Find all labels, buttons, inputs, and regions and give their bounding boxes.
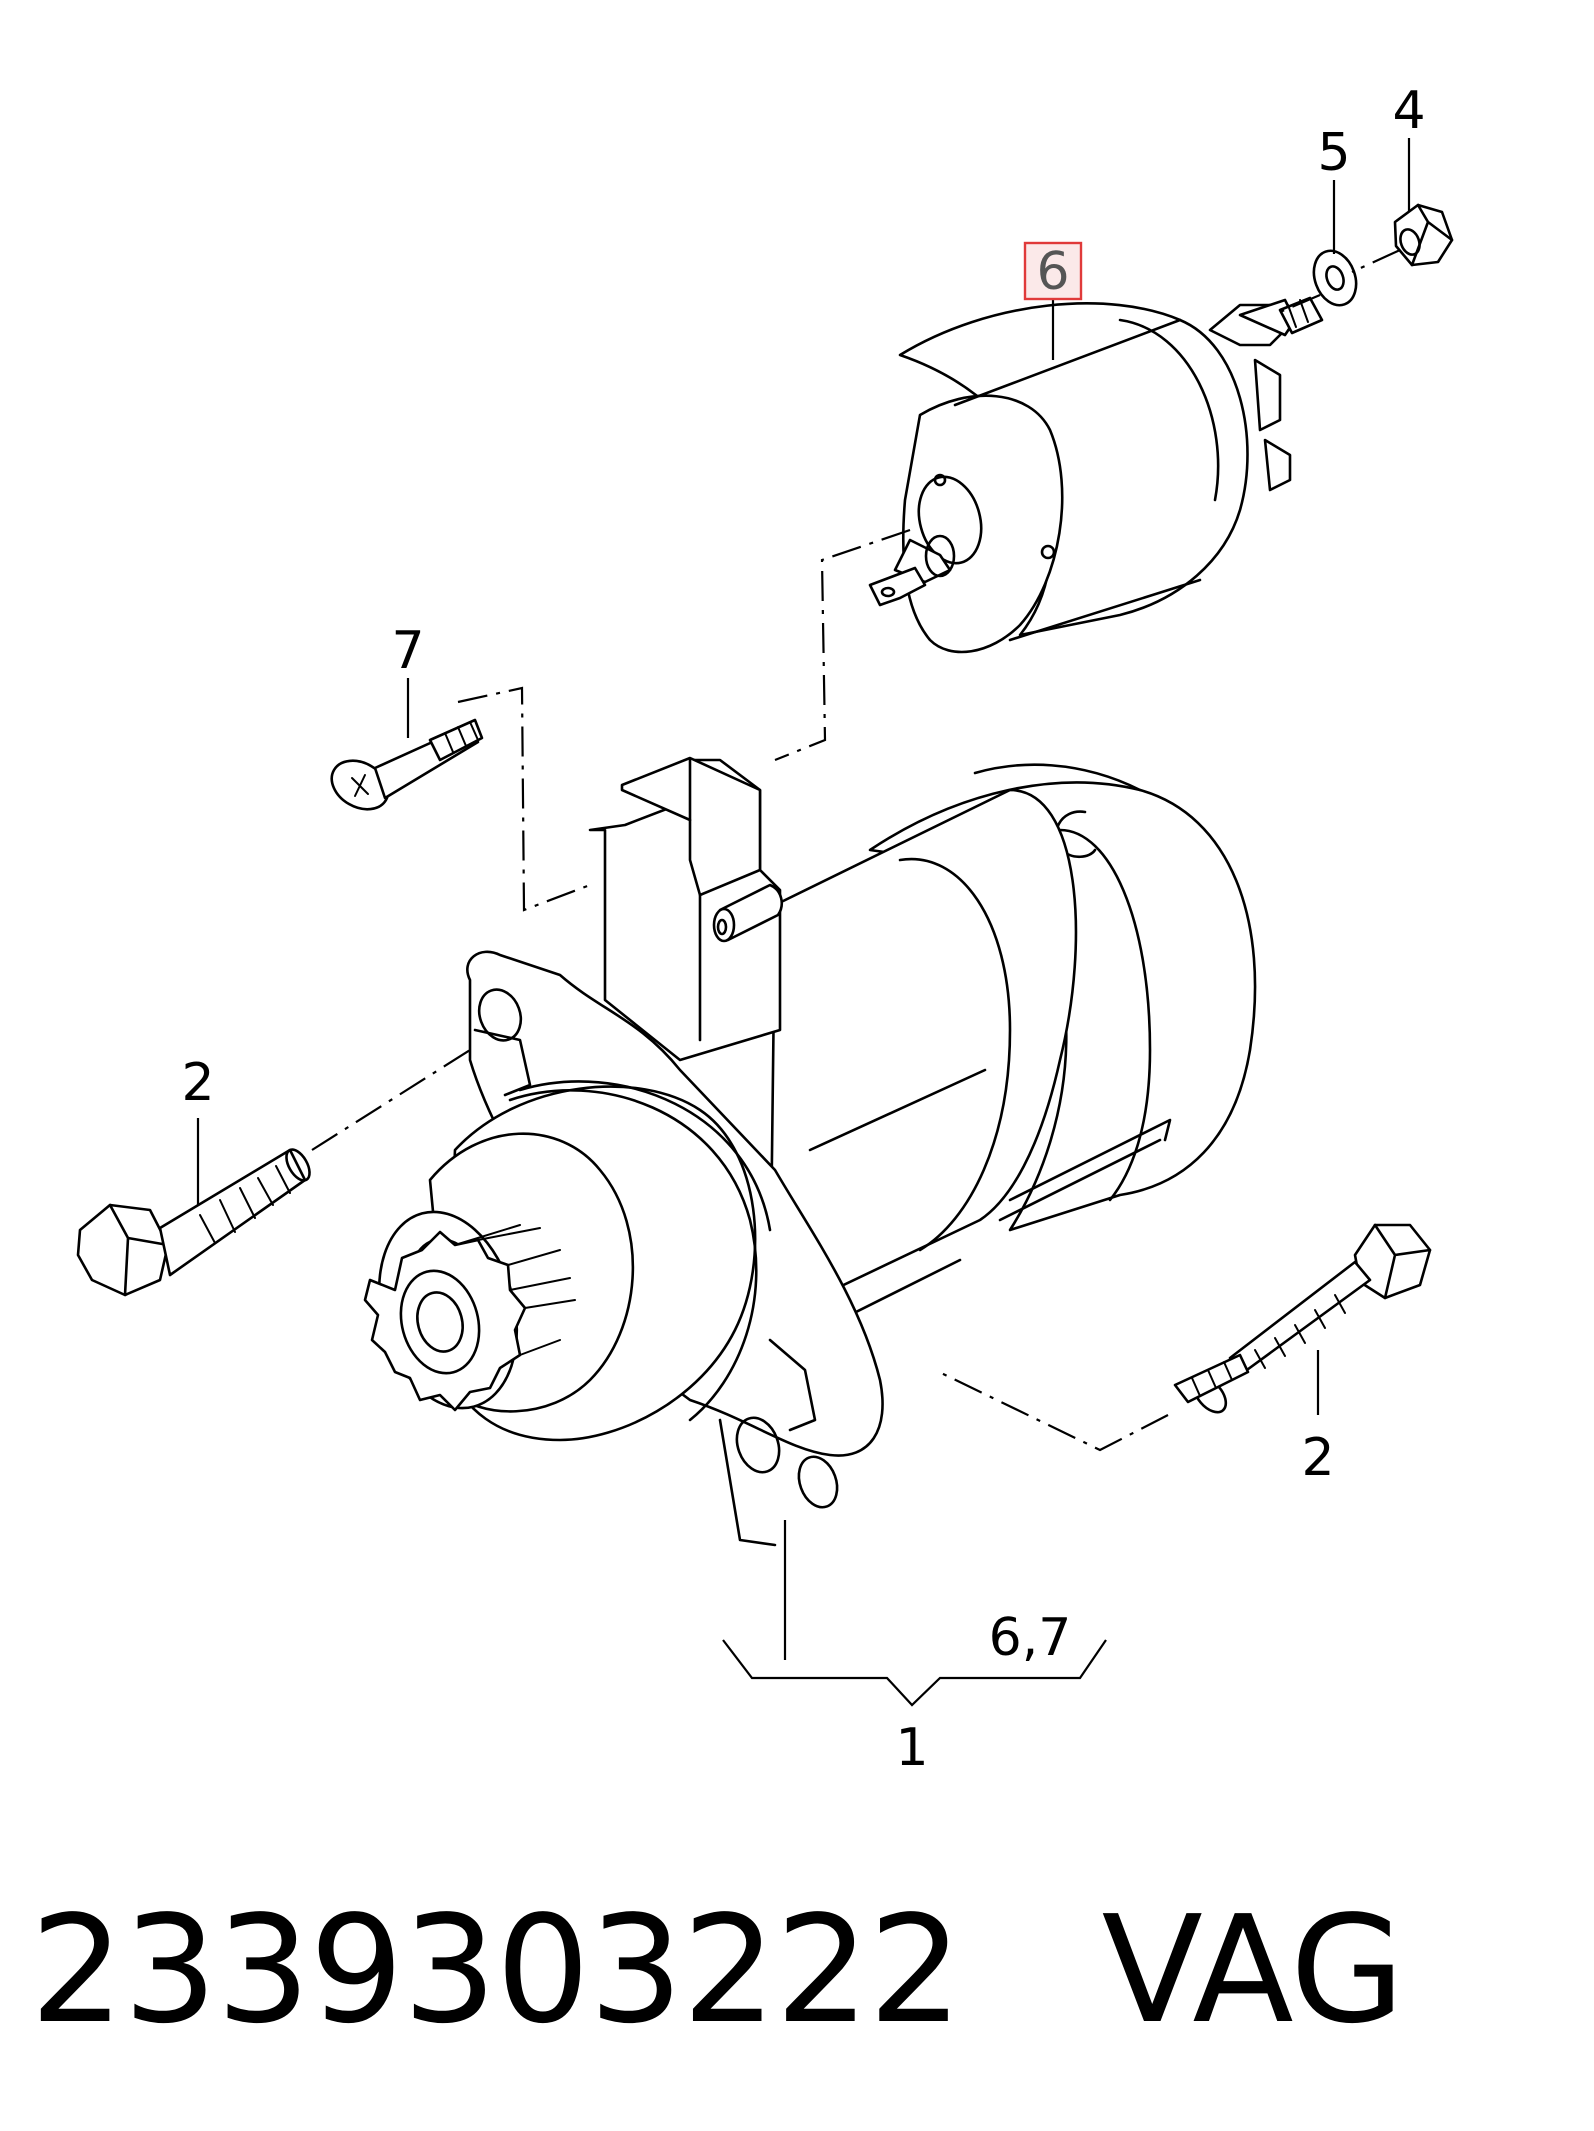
hex-bolt-left bbox=[76, 1148, 311, 1297]
countersunk-screw bbox=[330, 718, 484, 811]
callout-2-right: 2 bbox=[1301, 1428, 1334, 1488]
exploded-parts-diagram: 4 5 6 7 2 2 6,7 1 bbox=[76, 81, 1454, 1778]
callout-7: 7 bbox=[391, 621, 424, 681]
starter-motor bbox=[363, 756, 1257, 1547]
callout-6[interactable]: 6 bbox=[1036, 242, 1069, 302]
footer-caption: 2339303222 VAG bbox=[30, 1880, 1405, 2060]
leader-lines bbox=[196, 138, 1411, 1707]
part-number: 2339303222 bbox=[30, 1884, 963, 2056]
solenoid-switch bbox=[868, 296, 1324, 654]
hex-nut bbox=[1393, 203, 1454, 267]
highlight-box bbox=[1023, 241, 1083, 301]
callout-5: 5 bbox=[1317, 123, 1350, 183]
hex-bolt-right bbox=[1173, 1223, 1432, 1414]
spring-washer bbox=[1312, 249, 1358, 307]
pinion-gear bbox=[363, 1224, 576, 1412]
callout-1: 1 bbox=[895, 1718, 928, 1778]
brand-name: VAG bbox=[1101, 1884, 1405, 2056]
assembly-lines bbox=[311, 249, 1401, 1452]
callout-6-7: 6,7 bbox=[989, 1608, 1072, 1668]
callout-2-left: 2 bbox=[181, 1053, 214, 1113]
callout-4: 4 bbox=[1392, 81, 1425, 141]
